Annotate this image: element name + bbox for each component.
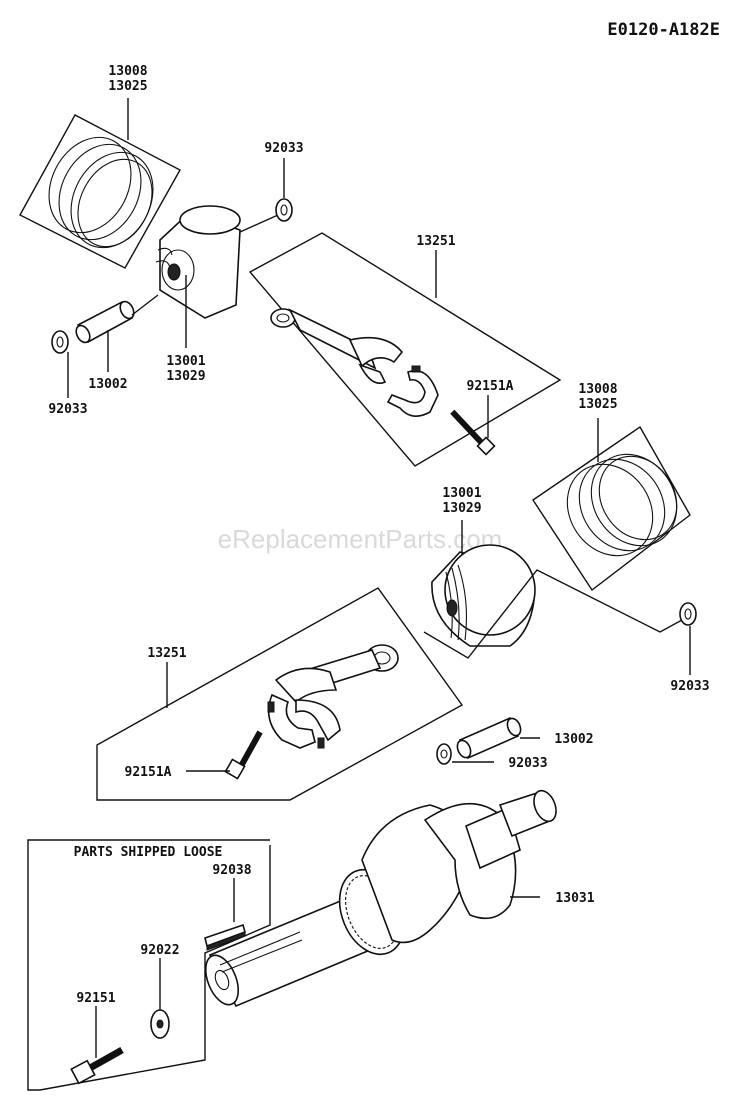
circlip-top-left[interactable] [51,330,69,354]
label-bolt-loose: 92151 [76,991,115,1006]
rod-bolt-top[interactable] [450,409,496,456]
label-pin-top: 13002 [88,377,127,392]
piston-pin-top[interactable] [73,299,136,345]
connecting-rod-mid[interactable] [267,644,399,749]
label-pin-mid: 13002 [554,732,593,747]
piston-pin-mid[interactable] [455,716,523,760]
rod-box-top [248,232,562,467]
piston-mid[interactable] [431,544,536,647]
piston-rings-mid[interactable] [550,438,694,572]
connecting-rod-top[interactable] [270,308,404,384]
label-crankshaft: 13031 [555,891,594,906]
label-key: 92038 [212,863,251,878]
label-piston-mid-1: 13001 [442,486,481,501]
label-washer-top-left: 92033 [48,402,87,417]
flange-bolt[interactable] [70,1046,124,1085]
diagram-code: E0120-A182E [607,20,720,40]
label-piston-top-1: 13001 [166,354,205,369]
rod-bolt-mid[interactable] [224,730,263,780]
label-rings-mid-2: 13025 [578,397,617,412]
leader-pin-to-piston-top [131,294,159,316]
flat-washer[interactable] [150,1009,170,1039]
piston-rings-top[interactable] [19,114,181,269]
label-piston-top-2: 13029 [166,369,205,384]
crankshaft[interactable] [199,787,560,1009]
watermark: eReplacementParts.com [218,524,503,554]
piston-top[interactable] [155,205,241,319]
rings-box-mid [532,425,691,592]
label-rod-mid: 13251 [147,646,186,661]
label-washer-top-right: 92033 [264,141,303,156]
circlip-mid-right[interactable] [679,602,697,626]
circlip-top-right[interactable] [275,198,293,222]
label-bolt-mid: 92151A [125,765,172,780]
label-washer-mid: 92033 [508,756,547,771]
loose-parts-box [27,839,271,1091]
rod-box-mid [96,587,464,801]
label-rings-mid-1: 13008 [578,382,617,397]
label-rod-top: 13251 [416,234,455,249]
rod-cap-top[interactable] [386,365,439,417]
loose-parts-title: PARTS SHIPPED LOOSE [74,845,223,860]
leader-piston-washer-top [239,214,279,233]
label-washer-loose: 92022 [140,943,179,958]
leader-piston-washer-mid [423,569,683,659]
circlip-mid[interactable] [436,743,452,765]
label-bolt-top: 92151A [467,379,514,394]
label-rings-top-2: 13025 [108,79,147,94]
woodruff-key[interactable] [204,923,246,951]
label-washer-mid-right: 92033 [670,679,709,694]
label-piston-mid-2: 13029 [442,501,481,516]
label-rings-top-1: 13008 [108,64,147,79]
